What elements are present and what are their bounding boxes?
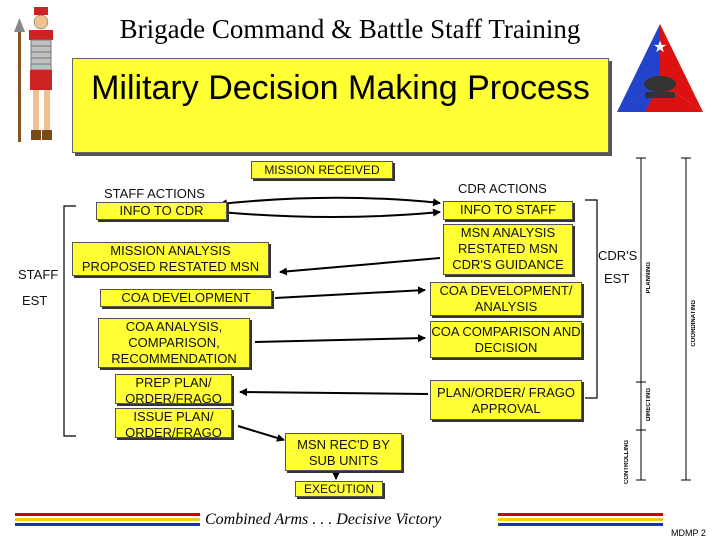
staff-step-mission-analysis: MISSION ANALYSIS PROPOSED RESTATED MSN xyxy=(72,242,269,276)
header-title: Brigade Command & Battle Staff Training xyxy=(119,14,581,44)
mission-received: MISSION RECEIVED xyxy=(251,161,393,179)
controlling-phase-label: CONTROLLING xyxy=(624,440,630,484)
footer-stripes-right xyxy=(498,513,663,526)
cdrs-label: CDR'S xyxy=(598,248,638,263)
footer-stripes-left xyxy=(15,513,200,526)
cdr-actions-heading: CDR ACTIONS xyxy=(458,181,547,196)
coordinating-phase-label: COORDINATING xyxy=(691,300,697,347)
cdr-step-coa-development: COA DEVELOPMENT/ ANALYSIS xyxy=(430,282,582,316)
staff-step-coa-development: COA DEVELOPMENT xyxy=(100,289,272,307)
directing-phase-label: DIRECTING xyxy=(646,388,652,421)
armor-insignia-icon: ★ xyxy=(617,24,703,112)
main-title: Military Decision Making Process xyxy=(72,58,609,153)
cdr-step-msn-analysis: MSN ANALYSIS RESTATED MSN CDR'S GUIDANCE xyxy=(443,224,573,275)
staff-est-label: EST xyxy=(22,293,48,308)
svg-text:★: ★ xyxy=(653,37,667,56)
info-to-staff: INFO TO STAFF xyxy=(443,201,573,220)
info-to-cdr: INFO TO CDR xyxy=(96,202,227,220)
cdr-step-coa-comparison: COA COMPARISON AND DECISION xyxy=(430,321,582,358)
staff-actions-heading: STAFF ACTIONS xyxy=(104,186,205,201)
staff-step-issue-plan: ISSUE PLAN/ ORDER/FRAGO xyxy=(115,408,232,438)
planning-phase-label: PLANNING xyxy=(646,262,652,294)
page-number: MDMP 2 xyxy=(671,528,706,538)
cdr-est-label: EST xyxy=(604,271,630,286)
staff-label: STAFF xyxy=(18,267,59,282)
execution: EXECUTION xyxy=(295,481,383,497)
cdr-step-plan-approval: PLAN/ORDER/ FRAGO APPROVAL xyxy=(430,380,582,420)
roman-soldier-logo xyxy=(14,7,53,142)
footer-motto: Combined Arms . . . Decisive Victory xyxy=(205,511,442,528)
staff-step-prep-plan: PREP PLAN/ ORDER/FRAGO xyxy=(115,374,232,404)
msn-recd-by-sub-units: MSN REC'D BY SUB UNITS xyxy=(285,433,402,471)
staff-step-coa-analysis: COA ANALYSIS, COMPARISON, RECOMMENDATION xyxy=(98,318,250,368)
